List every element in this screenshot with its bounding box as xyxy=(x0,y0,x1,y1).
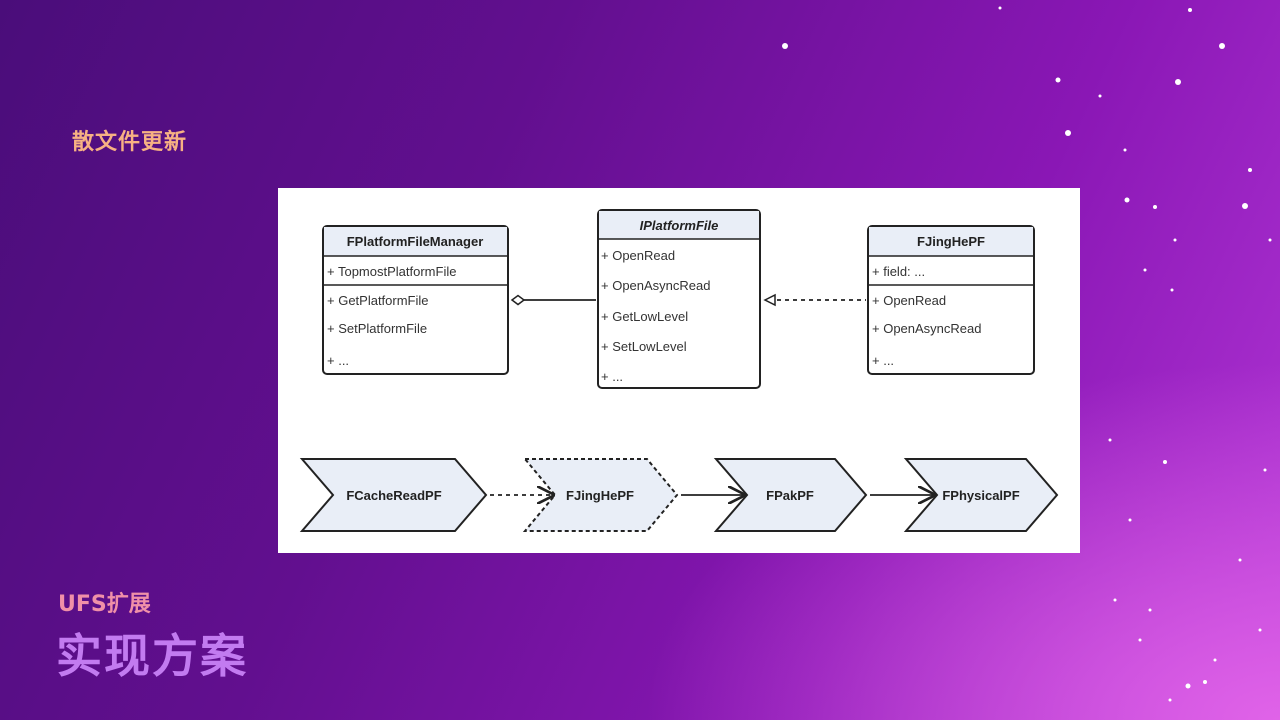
class-method: + ... xyxy=(327,353,349,368)
class-name: FPlatformFileManager xyxy=(347,234,484,249)
flow-label: FJingHePF xyxy=(566,488,634,503)
class-method: + OpenAsyncRead xyxy=(601,278,710,293)
class-fjinghepf: FJingHePF + field: ... + OpenRead + Open… xyxy=(867,225,1035,375)
class-name: FJingHePF xyxy=(917,234,985,249)
class-method: + ... xyxy=(601,369,623,384)
class-method: + GetPlatformFile xyxy=(327,293,429,308)
class-method: + OpenRead xyxy=(872,293,946,308)
flow-step-fjinghepf: FJingHePF xyxy=(522,458,679,532)
flow-label: FPhysicalPF xyxy=(942,488,1019,503)
flow-step-fcachereadpf: FCacheReadPF xyxy=(299,458,488,532)
class-method: + SetLowLevel xyxy=(601,339,687,354)
realization-connector xyxy=(763,293,866,307)
uml-diagram: FPlatformFileManager + TopmostPlatformFi… xyxy=(299,209,1059,532)
class-method: + OpenAsyncRead xyxy=(872,321,981,336)
class-iplatformfile: IPlatformFile + OpenRead + OpenAsyncRead… xyxy=(597,209,761,389)
class-method: + OpenRead xyxy=(601,248,675,263)
flow-step-fpakpf: FPakPF xyxy=(713,458,868,532)
class-name: IPlatformFile xyxy=(640,218,719,233)
slide-subtitle: UFS扩展 xyxy=(58,592,151,617)
class-method: + GetLowLevel xyxy=(601,309,688,324)
class-fplatformfilemanager: FPlatformFileManager + TopmostPlatformFi… xyxy=(322,225,509,375)
class-field: + field: ... xyxy=(872,264,925,279)
class-method: + SetPlatformFile xyxy=(327,321,427,336)
section-tag: 散文件更新 xyxy=(72,130,188,155)
diagram-panel: FPlatformFileManager + TopmostPlatformFi… xyxy=(278,188,1080,553)
class-method: + ... xyxy=(872,353,894,368)
slide-title: 实现方案 xyxy=(56,629,248,683)
aggregation-connector xyxy=(510,294,596,306)
flow-label: FPakPF xyxy=(766,488,814,503)
flow-label: FCacheReadPF xyxy=(346,488,441,503)
flow-step-fphysicalpf: FPhysicalPF xyxy=(903,458,1059,532)
class-field: + TopmostPlatformFile xyxy=(327,264,456,279)
